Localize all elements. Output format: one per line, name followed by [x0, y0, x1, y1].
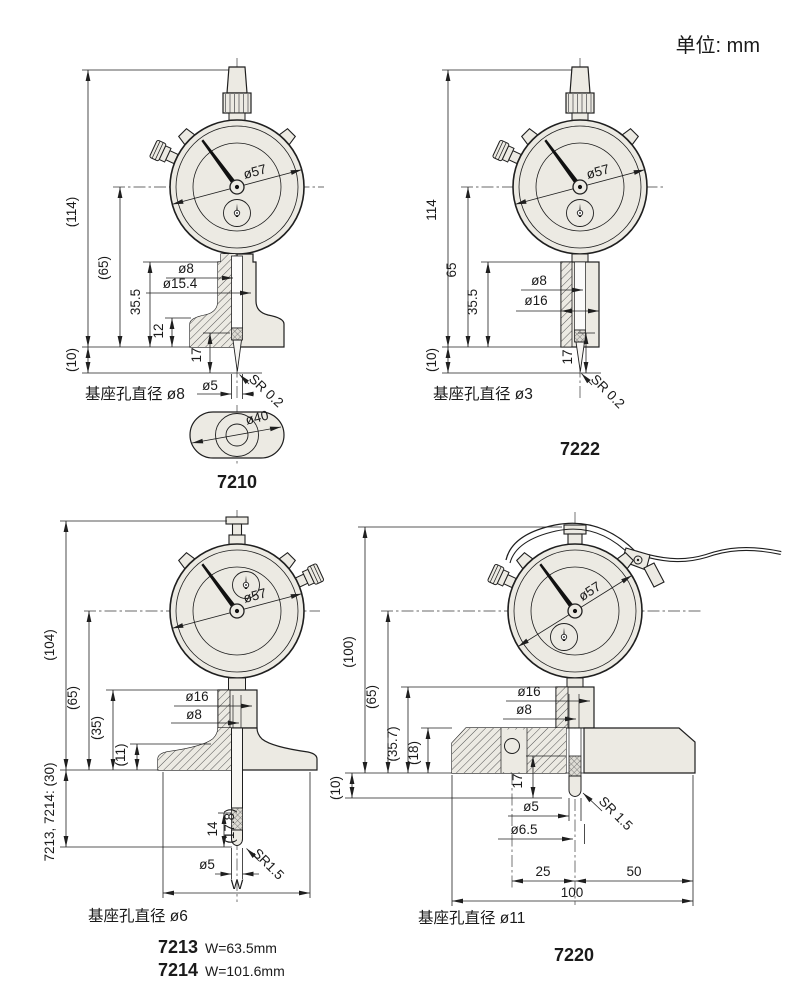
stem-top — [563, 524, 587, 546]
probe-clamp-knurl — [574, 329, 586, 343]
dim-probe-ext: 7213, 7214: (30) — [42, 762, 57, 861]
dim-dia-5: ø5 — [523, 799, 539, 814]
figure-7213-7214: (104) (65) (35) (11) 7213, 7214: (30) 14… — [42, 510, 325, 980]
dim-dia-154: ø15.4 — [163, 276, 198, 291]
unit-label: 单位: mm — [676, 34, 760, 57]
dim-dia-5: ø5 — [199, 857, 215, 872]
stem-top — [222, 66, 252, 122]
lifting-lever — [505, 522, 782, 588]
dim-base-dia: ø40 — [244, 408, 270, 428]
dim-tip-radius: SR 0.2 — [588, 372, 628, 412]
model-number: 7210 — [217, 472, 257, 492]
dim-tip-radius: SR 1.5 — [596, 794, 636, 834]
stem-and-base — [451, 677, 696, 797]
dim-span-100: 100 — [561, 885, 584, 900]
probe-rod — [231, 727, 243, 809]
model-numbers: 7213 W=63.5mm 7214 W=101.6mm — [158, 937, 285, 980]
dim-probe-14: 14 — [205, 821, 220, 837]
model-a-width: W=63.5mm — [205, 940, 277, 956]
gauge-head — [169, 516, 325, 679]
base-hole-note: 基座孔直径 ø11 — [418, 909, 525, 927]
model-b-width: W=101.6mm — [205, 963, 285, 979]
gauge-head — [486, 522, 782, 679]
dim-tip-radius: SR 0.2 — [246, 371, 286, 410]
dim-height-stem: 35.5 — [128, 289, 143, 315]
base-hole — [504, 738, 520, 754]
dim-base-width: W — [231, 877, 244, 892]
needle-hub — [229, 603, 245, 619]
dim-dia-8: ø8 — [186, 707, 202, 722]
stem-top — [225, 516, 249, 546]
dim-tip-offset: (10) — [328, 776, 343, 800]
dim-height-total: 114 — [424, 199, 439, 221]
stem-top — [565, 66, 595, 122]
dim-height-center: (65) — [65, 686, 80, 710]
dim-height-total: (100) — [341, 636, 356, 668]
dimension-lines — [345, 526, 694, 906]
contact-point — [568, 775, 582, 797]
dim-dia-8: ø8 — [531, 273, 547, 288]
model-a: 7213 — [158, 937, 198, 957]
dim-tip-radius: SR1.5 — [250, 846, 287, 883]
figure-7222: 114 65 35.5 (10) 17 ø8 ø16 SR 0.2 ø57 基座… — [424, 58, 666, 459]
model-number: 7222 — [560, 439, 600, 459]
probe-clamp-knurl — [231, 327, 243, 341]
dim-tip-offset: (10) — [64, 348, 79, 372]
gauge-head — [148, 66, 305, 255]
dim-dia-65: ø6.5 — [510, 822, 537, 837]
base-hole-note: 基座孔直径 ø6 — [88, 907, 188, 925]
needle-hub — [567, 603, 583, 619]
dim-height-center: (65) — [96, 256, 111, 280]
dim-dia-8: ø8 — [178, 261, 194, 276]
contact-point — [231, 829, 243, 846]
dim-height-stem: 35.5 — [465, 289, 480, 315]
contact-point — [232, 339, 243, 372]
dim-height-center: 65 — [444, 262, 459, 277]
dim-dia-16: ø16 — [524, 293, 547, 308]
model-b: 7214 — [158, 960, 198, 980]
dim-probe-178: (17.8) — [222, 808, 237, 843]
dim-dia-8: ø8 — [516, 702, 532, 717]
model-number: 7220 — [554, 945, 594, 965]
needle-hub — [572, 179, 588, 195]
dimension-lines — [60, 520, 311, 898]
dim-span-50: 50 — [626, 864, 641, 879]
dim-height-total: (104) — [42, 629, 57, 661]
stem-and-base — [189, 253, 285, 372]
dim-depth-17: 17 — [189, 347, 204, 362]
dim-depth-17: 17 — [560, 349, 575, 364]
dimension-labels: (104) (65) (35) (11) 7213, 7214: (30) 14… — [42, 585, 287, 892]
base-hole-note: 基座孔直径 ø3 — [433, 385, 533, 403]
dim-dia-5: ø5 — [202, 378, 218, 393]
dim-dial-dia: ø57 — [242, 161, 268, 182]
dim-depth-17: 17 — [510, 773, 525, 788]
dim-height-stem: (35) — [89, 716, 104, 740]
dim-height-base: (11) — [113, 743, 128, 766]
dim-height-base: 12 — [151, 323, 166, 338]
dim-height-total: (114) — [64, 197, 79, 228]
figure-7210: (114) (65) 35.5 12 (10) 17 ø8 ø15.4 ø5 S… — [64, 58, 324, 492]
dim-dial-dia: ø57 — [242, 585, 268, 606]
base-hole-note: 基座孔直径 ø8 — [85, 385, 185, 403]
gauge-head — [491, 66, 648, 255]
probe-knurl — [568, 755, 582, 777]
base-bar-right — [583, 727, 696, 774]
dimension-lines — [82, 69, 262, 399]
dimension-lines — [442, 69, 601, 386]
dim-height-stem: (35.7) — [385, 726, 400, 761]
figure-7220: (100) (65) (35.7) (18) (10) 17 ø16 ø8 ø5… — [328, 512, 782, 965]
contact-point — [575, 341, 586, 372]
dim-dia-16: ø16 — [185, 689, 208, 704]
needle-hub — [229, 179, 245, 195]
stem-and-base — [157, 677, 318, 846]
dim-dia-16: ø16 — [517, 684, 540, 699]
dim-dial-dia: ø57 — [585, 161, 611, 182]
dim-height-center: (65) — [364, 685, 379, 709]
base-disc-view: ø40 — [189, 405, 285, 465]
dim-height-base: (18) — [406, 741, 421, 765]
dim-tip-offset: (10) — [424, 348, 439, 372]
dim-span-25: 25 — [535, 864, 550, 879]
